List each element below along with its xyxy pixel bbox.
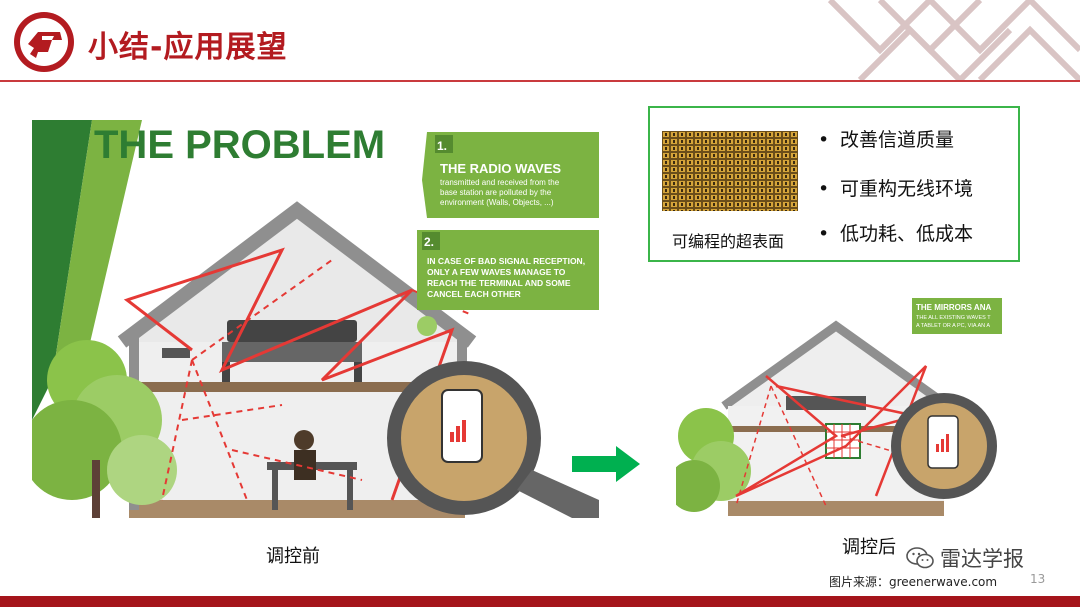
illustration-after-tuning: THE MIRRORS ANA THE ALL EXISTING WAVES T… xyxy=(676,296,1002,516)
step1-line3: environment (Walls, Objects, ...) xyxy=(440,198,554,207)
header-divider xyxy=(0,80,1080,82)
problem-heading: THE PROBLEM xyxy=(94,123,385,167)
footer-bar xyxy=(0,596,1080,607)
after-banner-line3: A TABLET OR A PC, VIA AN A xyxy=(916,323,990,329)
wechat-watermark: 雷达学报 xyxy=(906,543,1024,573)
illustration-before-tuning: THE PROBLEM 1. THE RADIO WAVES transmitt… xyxy=(32,120,599,518)
page-number: 13 xyxy=(1030,572,1046,586)
step1-title: THE RADIO WAVES xyxy=(440,161,561,176)
step2-line2: ONLY A FEW WAVES MANAGE TO xyxy=(427,267,566,277)
after-banner-line2: THE ALL EXISTING WAVES T xyxy=(916,315,991,321)
step1-number: 1. xyxy=(437,139,447,153)
step2-line4: CANCEL EACH OTHER xyxy=(427,289,521,299)
step2-number: 2. xyxy=(424,235,434,249)
bullet-item: •可重构无线环境 xyxy=(818,178,974,200)
bullet-item: •低功耗、低成本 xyxy=(818,223,974,245)
metasurface-caption: 可编程的超表面 xyxy=(672,232,785,251)
step1-line2: base station are polluted by the xyxy=(440,188,552,197)
step2-line3: REACH THE TERMINAL AND SOME xyxy=(427,278,571,288)
wechat-icon xyxy=(906,547,934,569)
bullet-item: •改善信道质量 xyxy=(818,129,955,151)
step1-line1: transmitted and received from the xyxy=(440,178,560,187)
image-source: 图片来源：greenerwave.com xyxy=(829,575,998,589)
step2-line1: IN CASE OF BAD SIGNAL RECEPTION, xyxy=(427,256,585,266)
wechat-name: 雷达学报 xyxy=(940,547,1024,571)
institution-logo-icon xyxy=(14,12,74,72)
corner-decoration xyxy=(827,0,1080,80)
caption-after: 调控后 xyxy=(842,537,896,558)
arrow-right-icon xyxy=(572,446,640,482)
caption-before: 调控前 xyxy=(266,546,320,567)
after-banner-line1: THE MIRRORS ANA xyxy=(916,303,991,312)
metasurface-image xyxy=(662,131,798,211)
page-title: 小结-应用展望 xyxy=(88,30,288,65)
